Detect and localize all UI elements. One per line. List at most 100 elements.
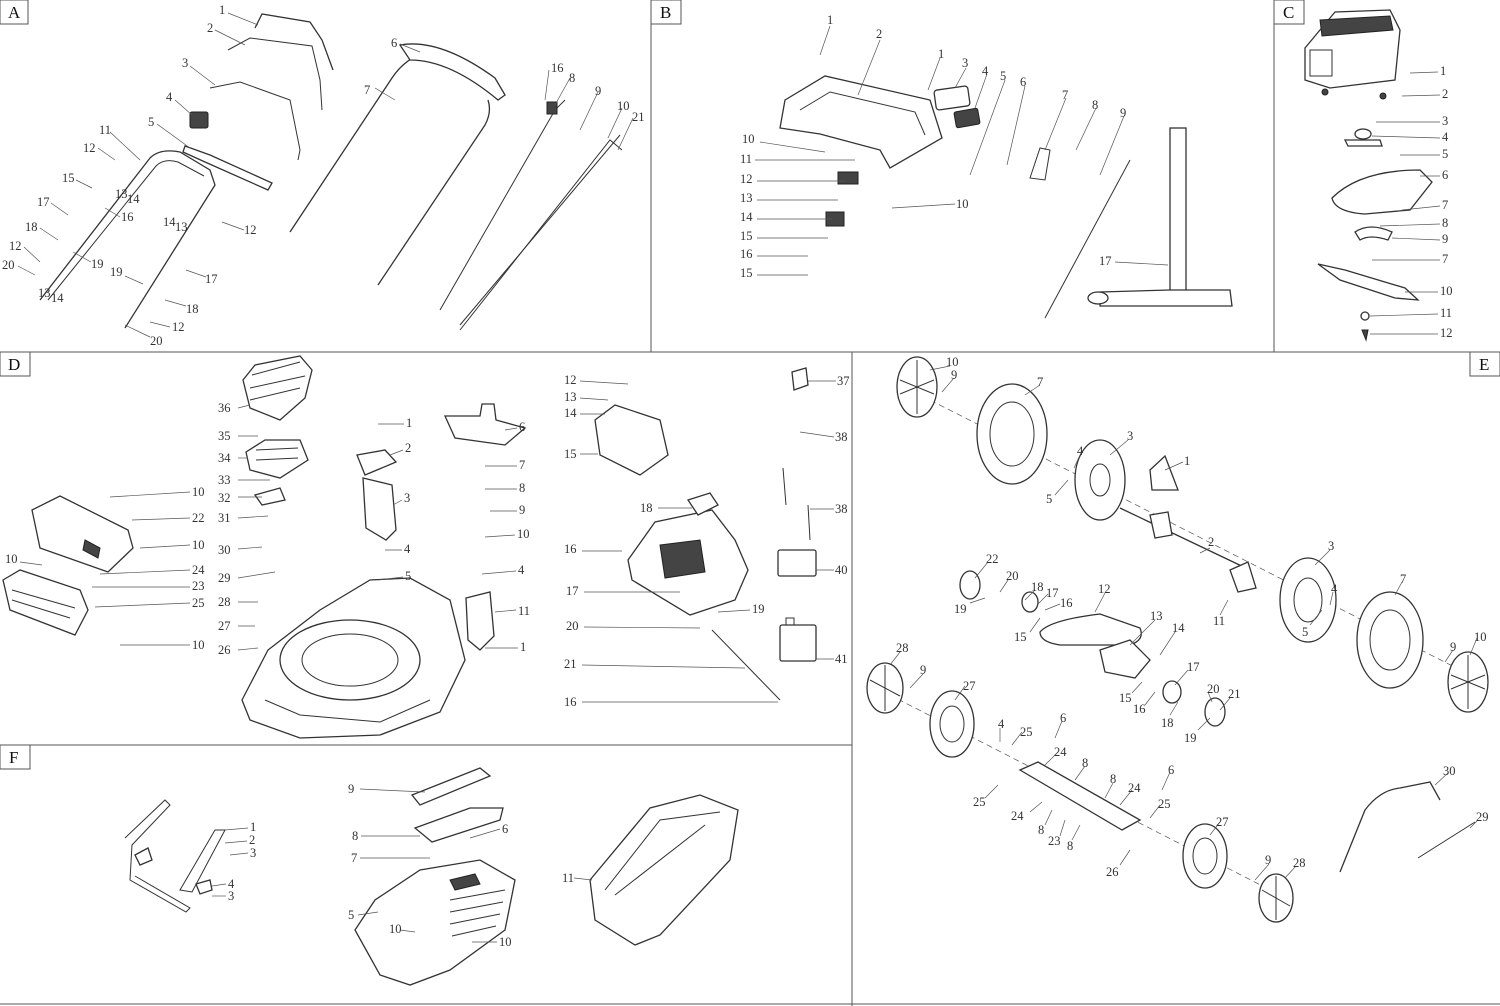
panel-b-cable	[1044, 159, 1131, 319]
callout-e-23: 23	[1048, 834, 1061, 848]
callout-d-24: 24	[192, 563, 205, 577]
callout-d-4a: 4	[404, 542, 411, 556]
callout-a-9: 9	[595, 84, 601, 98]
callout-d-10d: 10	[192, 638, 205, 652]
panel-e-belt	[1039, 613, 1142, 646]
callout-e-20a: 20	[1006, 569, 1019, 583]
callout-b-2: 2	[876, 27, 882, 41]
callout-a-10: 10	[617, 99, 630, 113]
panel-f-handle-grip	[410, 767, 492, 806]
callout-d-10e: 10	[517, 527, 530, 541]
callout-e-27b: 27	[1216, 815, 1229, 829]
callout-a-4: 4	[166, 90, 173, 104]
callout-e-26: 26	[1106, 865, 1119, 879]
callout-d-4b: 4	[518, 563, 525, 577]
panel-tag-a-label: A	[8, 3, 21, 22]
callout-e-9c: 9	[920, 663, 926, 677]
callout-d-40: 40	[835, 563, 848, 577]
callout-a-18b: 18	[186, 302, 199, 316]
panel-d-bracket-right	[465, 591, 495, 651]
callout-e-24a: 24	[1054, 745, 1067, 759]
panel-e-front-wheel-right	[1182, 823, 1228, 889]
callout-a-14b: 14	[163, 215, 176, 229]
callout-b-10b: 10	[956, 197, 969, 211]
callout-b-5: 5	[1000, 69, 1006, 83]
callout-a-8: 8	[569, 71, 575, 85]
panel-e-gear-cover-right	[1279, 557, 1337, 643]
callout-e-11: 11	[1213, 614, 1225, 628]
panel-e-axle	[1119, 507, 1251, 571]
callout-d-16a: 16	[564, 542, 577, 556]
callout-d-8: 8	[519, 481, 525, 495]
panel-d-mount	[594, 404, 669, 476]
callout-b-6: 6	[1020, 75, 1026, 89]
callout-e-8a: 8	[1082, 756, 1088, 770]
panel-a-lower-handle	[39, 150, 216, 329]
panel-tag-d-label: D	[8, 355, 20, 374]
panel-b-cover	[933, 85, 971, 111]
callout-f-3b: 3	[228, 889, 234, 903]
callout-e-8c: 8	[1038, 823, 1044, 837]
callout-f-10b: 10	[499, 935, 512, 949]
callout-d-36: 36	[218, 401, 231, 415]
callout-a-7: 7	[364, 83, 370, 97]
panel-d-callouts: 1 1 2 3 4 4 5 6 7 8 9 10 10 10 10 10 11 …	[5, 373, 850, 709]
callout-d-11: 11	[518, 604, 530, 618]
panel-tag-f-label: F	[9, 748, 18, 767]
callout-e-28a: 28	[896, 641, 909, 655]
callout-b-11: 11	[740, 152, 752, 166]
callout-f-1: 1	[250, 820, 256, 834]
callout-d-10c: 10	[5, 552, 18, 566]
callout-a-16b: 16	[551, 61, 564, 75]
callout-e-12: 12	[1098, 582, 1111, 596]
callout-f-6: 6	[502, 822, 508, 836]
callout-d-10a: 10	[192, 485, 205, 499]
callout-c-1: 1	[1440, 64, 1446, 78]
panel-f-callouts: 1 2 3 3 4 5 6 7 8 9 10 10 11	[211, 782, 593, 949]
callout-c-2: 2	[1442, 87, 1448, 101]
panel-d-bracket-left	[362, 477, 397, 541]
panel-tag-d: D	[0, 351, 31, 377]
callout-d-16b: 16	[564, 695, 577, 709]
callout-b-7: 7	[1062, 88, 1068, 102]
callout-d-10b: 10	[192, 538, 205, 552]
callout-e-17a: 17	[1046, 586, 1059, 600]
callout-c-10: 10	[1440, 284, 1453, 298]
callout-c-11: 11	[1440, 306, 1452, 320]
callout-e-21: 21	[1228, 687, 1241, 701]
callout-a-1: 1	[219, 3, 225, 17]
panel-a-clip	[189, 111, 209, 129]
callout-c-12: 12	[1440, 326, 1453, 340]
callout-d-1a: 1	[406, 416, 412, 430]
callout-c-8: 8	[1442, 216, 1448, 230]
callout-a-12a: 12	[83, 141, 96, 155]
callout-e-29: 29	[1476, 810, 1489, 824]
callout-d-7: 7	[519, 458, 525, 472]
panel-f-frame-left	[124, 799, 191, 913]
callout-e-8b: 8	[1110, 772, 1116, 786]
callout-c-6: 6	[1442, 168, 1448, 182]
callout-d-19: 19	[752, 602, 765, 616]
panel-e-rear-wheel-left	[976, 383, 1048, 485]
callout-e-17b: 17	[1187, 660, 1200, 674]
callout-e-25c: 25	[1158, 797, 1171, 811]
callout-e-16a: 16	[1060, 596, 1073, 610]
callout-f-4: 4	[228, 877, 235, 891]
callout-c-7b: 7	[1442, 252, 1448, 266]
callout-d-41: 41	[835, 652, 848, 666]
panel-tag-c-label: C	[1283, 3, 1294, 22]
callout-e-25b: 25	[973, 795, 986, 809]
callout-b-4: 4	[982, 64, 989, 78]
callout-f-5: 5	[348, 908, 354, 922]
callout-a-2: 2	[207, 21, 213, 35]
callout-e-9a: 9	[951, 368, 957, 382]
callout-a-13c: 13	[38, 286, 51, 300]
panel-d-bumper	[2, 569, 89, 636]
callout-e-7b: 7	[1400, 572, 1406, 586]
callout-a-14a: 14	[127, 192, 140, 206]
callout-d-15: 15	[564, 447, 577, 461]
callout-e-15b: 15	[1119, 691, 1132, 705]
callout-e-10b: 10	[1474, 630, 1487, 644]
panel-tag-e-label: E	[1479, 355, 1489, 374]
callout-f-2: 2	[249, 833, 255, 847]
